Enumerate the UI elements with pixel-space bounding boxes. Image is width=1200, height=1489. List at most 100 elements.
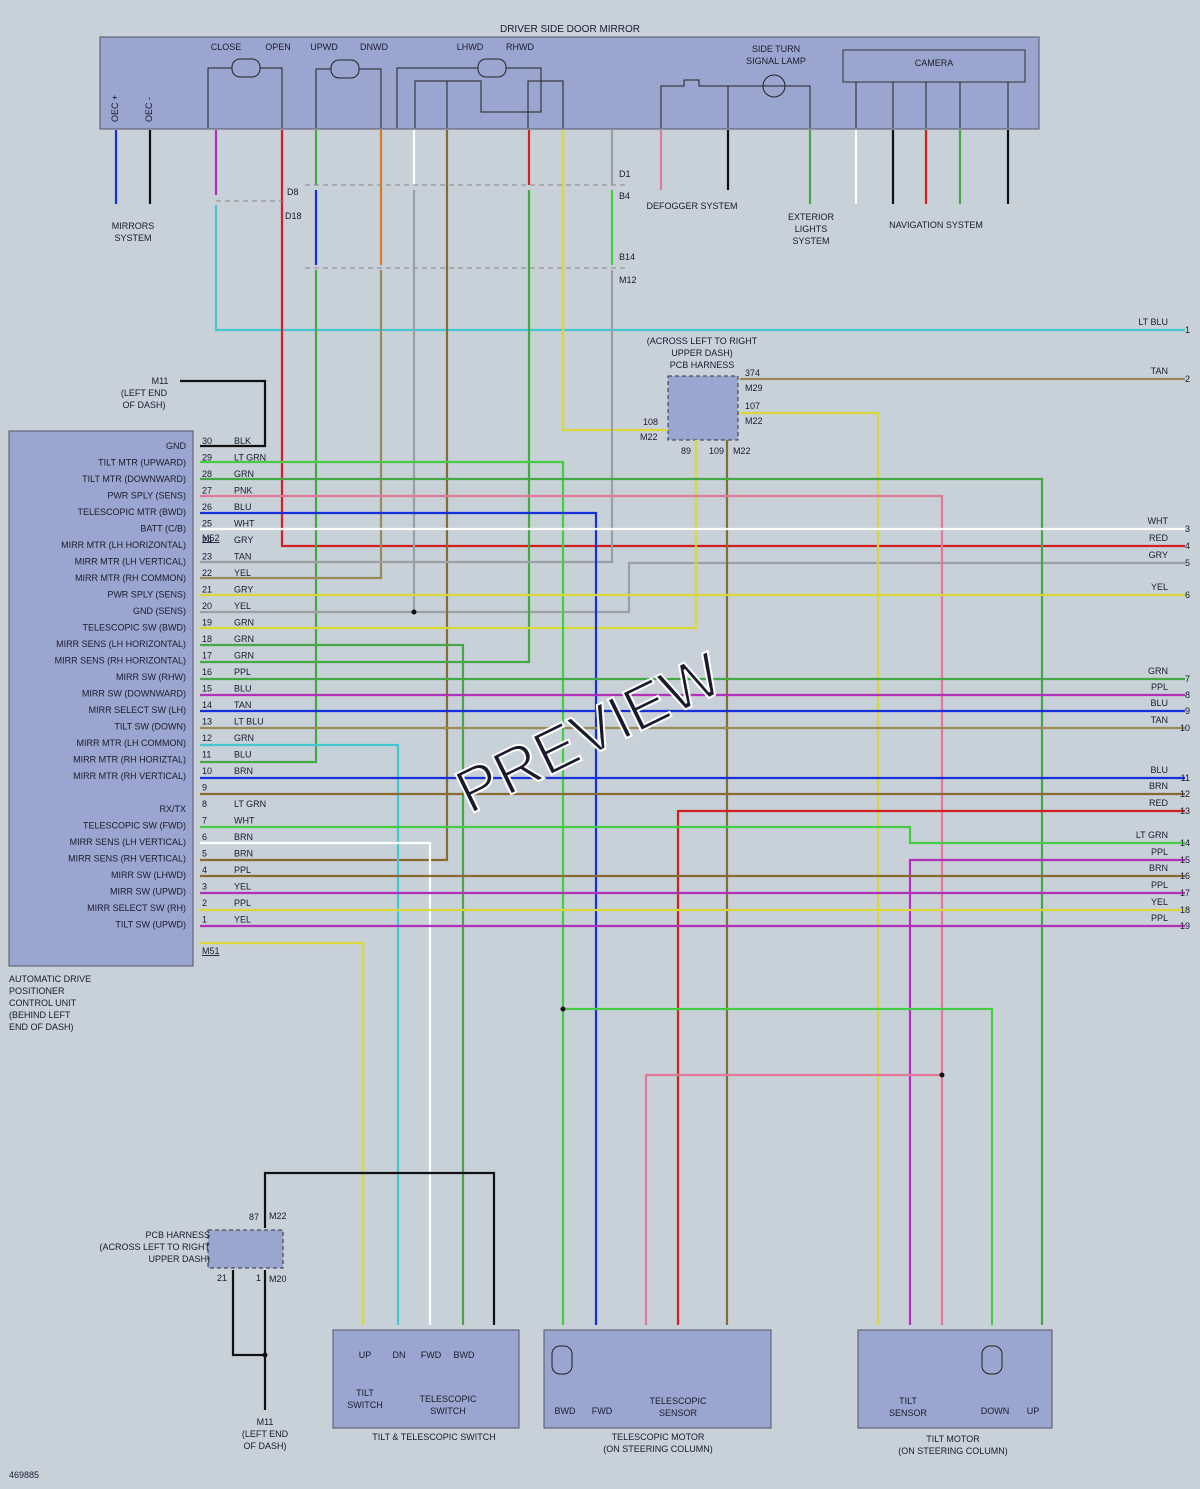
pcb-pin: 374	[745, 368, 760, 378]
ecu-pin-number: 10	[202, 766, 212, 776]
ecu-pin-function: PWR SPLY (SENS)	[107, 590, 186, 600]
pcb-pin: 89	[681, 446, 691, 456]
ecu-pin-number: 2	[202, 898, 207, 908]
wire-blk	[180, 379, 267, 448]
ecu-pin-function: TILT SW (UPWD)	[115, 920, 186, 930]
tilt-caption: (ON STEERING COLUMN)	[898, 1446, 1008, 1456]
tilt-caption: TILT MOTOR	[926, 1434, 980, 1444]
right-wire-color: PPL	[1151, 847, 1168, 857]
ecu-pin-function: RX/TX	[159, 804, 186, 814]
mirror-label: CLOSE	[211, 42, 242, 52]
tele-inner: SENSOR	[659, 1408, 698, 1418]
ecu-pin-color: LT GRN	[234, 799, 266, 809]
pcb-bottom-box	[207, 1229, 284, 1269]
right-wire-color: BLU	[1150, 765, 1168, 775]
pcb-connector: M22	[640, 432, 658, 442]
wire-gry	[414, 561, 1185, 614]
wire-ppl	[908, 858, 1185, 1325]
right-wire-color: BRN	[1149, 781, 1168, 791]
wire-grn	[200, 190, 531, 664]
ecu-pin-function: TELESCOPIC SW (BWD)	[82, 623, 186, 633]
ecu-pin-function: MIRR SW (DOWNWARD)	[82, 689, 186, 699]
wires	[114, 130, 1185, 1410]
ecu-pin-function: TILT SW (DOWN)	[114, 722, 186, 732]
right-wire-number: 17	[1180, 888, 1190, 898]
ecu-pin-color: YEL	[234, 601, 251, 611]
ecu-title: AUTOMATIC DRIVE	[9, 974, 91, 984]
right-wire-color: BLU	[1150, 698, 1168, 708]
ecu-pin-number: 9	[202, 783, 207, 793]
right-wire-number: 18	[1180, 905, 1190, 915]
ecu-pin-number: 6	[202, 832, 207, 842]
ecu-pin-function: MIRR SW (LHWD)	[111, 870, 186, 880]
right-wire-color: WHT	[1148, 516, 1169, 526]
wire-grn	[200, 477, 1044, 1325]
tele-inner: TELESCOPIC	[649, 1396, 707, 1406]
mirror-internals	[207, 58, 1009, 128]
ecu-pin-function: MIRR SW (RHW)	[116, 672, 186, 682]
ecu-pin-function: TILT MTR (DOWNWARD)	[82, 474, 186, 484]
tele-motor-symbol	[551, 1345, 573, 1375]
ecu-pin-number: 1	[202, 915, 207, 925]
right-wire-color: TAN	[1151, 715, 1168, 725]
ecu-connector: M51	[202, 946, 220, 956]
wire-ltgrn	[563, 1007, 994, 1325]
tilt-motor-symbol	[981, 1345, 1003, 1375]
ground-bottom: M11	[257, 1417, 274, 1427]
ecu-title: END OF DASH)	[9, 1022, 74, 1032]
right-wire-number: 3	[1185, 524, 1190, 534]
ground-top: OF DASH)	[122, 400, 165, 410]
right-wire-color: PPL	[1151, 913, 1168, 923]
wire-yel	[740, 411, 880, 1325]
mirror-label: UPWD	[310, 42, 338, 52]
ecu-pin-number: 7	[202, 816, 207, 826]
switch-inner: BWD	[454, 1350, 475, 1360]
pcb-pin: 107	[745, 401, 760, 411]
wire-yel	[200, 440, 698, 630]
ecu-pin-number: 24	[202, 535, 212, 545]
ecu-pin-number: 26	[202, 502, 212, 512]
connector-label: D18	[285, 211, 302, 221]
ecu-pin-number: 23	[202, 552, 212, 562]
right-wire-number: 10	[1180, 723, 1190, 733]
switch-inner: TILT	[356, 1388, 374, 1398]
wire-blk	[231, 1270, 265, 1357]
exterior-label: EXTERIOR	[788, 212, 835, 222]
pcb-connector: M22	[745, 416, 763, 426]
pcb-top-title: PCB HARNESS	[670, 360, 735, 370]
ecu-pin-color: GRN	[234, 618, 254, 628]
ecu-pin-number: 14	[202, 700, 212, 710]
ecu-pin-function: MIRR MTR (RH HORIZTAL)	[73, 755, 186, 765]
pcb-bottom-pin: 1	[256, 1273, 261, 1283]
splice-dots	[262, 609, 945, 1358]
ecu-pin-number: 17	[202, 651, 212, 661]
ecu-pin-number: 5	[202, 849, 207, 859]
right-wire-color: RED	[1149, 798, 1169, 808]
right-wire-color: PPL	[1151, 682, 1168, 692]
ecu-pin-color: BLU	[234, 502, 252, 512]
ecu-pin-function: TELESCOPIC MTR (BWD)	[77, 507, 186, 517]
mirror-label: DNWD	[360, 42, 388, 52]
ground-top: (LEFT END	[121, 388, 168, 398]
wire-ltgrn	[200, 825, 1185, 845]
ecu-pin-color: BLK	[234, 436, 251, 446]
ecu-pin-function: MIRR MTR (RH COMMON)	[75, 573, 186, 583]
right-wire-number: 16	[1180, 871, 1190, 881]
pcb-bottom-connector: M20	[269, 1274, 287, 1284]
tilt-inner: TILT	[899, 1396, 917, 1406]
pcb-connector: M22	[733, 446, 751, 456]
ecu-pin-color: TAN	[234, 552, 251, 562]
switch-inner: DN	[393, 1350, 406, 1360]
switch-inner: UP	[359, 1350, 372, 1360]
mirror-label: LHWD	[457, 42, 484, 52]
ecu-pin-function: BATT (C/B)	[140, 524, 186, 534]
camera-box	[842, 49, 1026, 83]
pcb-top-box	[667, 375, 739, 441]
mirror-label: OPEN	[265, 42, 291, 52]
tele-inner: FWD	[592, 1406, 613, 1416]
right-wire-number: 13	[1180, 806, 1190, 816]
tilt-inner: SENSOR	[889, 1408, 928, 1418]
pcb-bottom-pin: 21	[217, 1273, 227, 1283]
ecu-pin-function: MIRR SENS (LH VERTICAL)	[70, 837, 186, 847]
